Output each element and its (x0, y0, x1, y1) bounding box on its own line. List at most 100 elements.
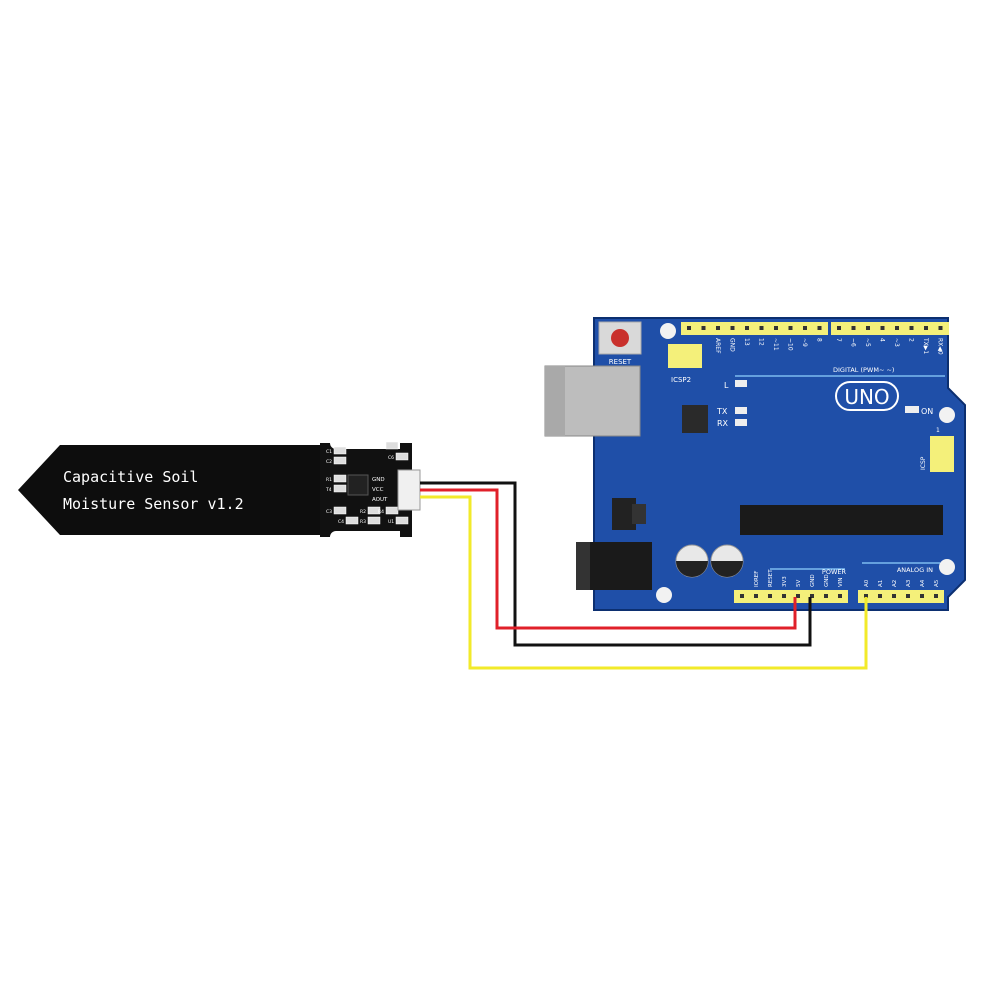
component-label: U1 (388, 519, 394, 525)
header-pin[interactable] (817, 326, 822, 330)
digital-label: DIGITAL (PWM~ ~) (833, 366, 894, 374)
pin-label: A5 (934, 579, 940, 587)
header-pin[interactable] (803, 326, 807, 330)
header-pin[interactable] (810, 594, 814, 598)
mounting-hole (660, 323, 676, 339)
header-pin[interactable] (740, 594, 744, 598)
header-pin[interactable] (745, 326, 749, 330)
pin-label: 13 (743, 338, 750, 346)
header-pin[interactable] (730, 326, 735, 330)
sensor-chip (347, 474, 369, 496)
reset-button-cap[interactable] (611, 329, 629, 347)
smd-component (333, 484, 347, 493)
header-pin[interactable] (851, 326, 856, 330)
component-label: T4 (325, 487, 332, 493)
header-pin[interactable] (906, 594, 910, 598)
header-pin[interactable] (782, 594, 786, 598)
header-pin[interactable] (924, 326, 928, 330)
smd-component (367, 506, 381, 515)
atmega-chip (740, 505, 943, 535)
usb-port-edge (545, 366, 565, 436)
arduino-uno-board: RESET ICSP2 L TX RX UNO ON ICSP (544, 317, 966, 611)
pin-label: GND (729, 338, 736, 352)
header-pin[interactable] (920, 594, 924, 598)
pin-label: VIN (838, 578, 844, 588)
header-pin[interactable] (837, 326, 841, 330)
pin-label: TX▶1 (922, 337, 929, 354)
capacitive-soil-moisture-sensor: Capacitive Soil Moisture Sensor v1.2 C1C… (18, 441, 421, 537)
pin-label: AREF (714, 338, 721, 354)
header-pin[interactable] (934, 594, 938, 598)
uno-logo-outline (835, 381, 899, 411)
header-pin[interactable] (687, 326, 691, 330)
smd-component (385, 441, 399, 450)
smd-component (345, 516, 359, 525)
pin-label: 3V3 (782, 576, 788, 587)
header-pin[interactable] (788, 326, 793, 330)
component-label: R1 (326, 477, 332, 483)
component-label: R4 (378, 509, 384, 515)
component-label: C1 (326, 449, 332, 455)
header-pin[interactable] (759, 326, 764, 330)
icsp-header (930, 436, 954, 472)
header-pin[interactable] (774, 326, 778, 330)
header-pin[interactable] (880, 326, 885, 330)
led-l-label: L (724, 381, 729, 390)
header-pin[interactable] (824, 594, 828, 598)
digital-header-right (831, 322, 949, 335)
led-rx (735, 419, 747, 426)
smd-component (333, 456, 347, 465)
wire-signal (420, 495, 868, 670)
capacitor-mark (711, 561, 743, 577)
header-pin[interactable] (909, 326, 914, 330)
header-pin[interactable] (838, 594, 842, 598)
pin-label: RESET (768, 569, 774, 587)
led-on (905, 406, 919, 413)
analog-header (858, 590, 944, 603)
sensor-pin-gnd: GND (372, 477, 385, 483)
pin-label: 2 (908, 338, 915, 342)
pin-label: A4 (920, 579, 926, 587)
pin-label: 7 (835, 338, 842, 342)
wires (420, 481, 868, 670)
header-pin[interactable] (768, 594, 772, 598)
header-pin[interactable] (796, 594, 800, 598)
header-pin[interactable] (895, 326, 899, 330)
sensor-connector (397, 469, 421, 511)
header-pin[interactable] (892, 594, 896, 598)
pin-label: ~5 (864, 338, 871, 347)
capacitor-mark (676, 561, 708, 577)
component-label: C6 (388, 455, 394, 461)
header-pin[interactable] (701, 326, 706, 330)
mounting-hole (656, 587, 672, 603)
header-pin[interactable] (866, 326, 870, 330)
pin-label: A0 (864, 579, 870, 587)
wire-vcc (420, 488, 797, 630)
power-label: POWER (822, 568, 847, 576)
board-pcb (593, 317, 966, 611)
power-header (734, 590, 848, 603)
pin-label: 12 (758, 338, 765, 346)
sensor-pin-vcc: VCC (372, 487, 384, 493)
header-pin[interactable] (938, 326, 943, 330)
smd-component (385, 506, 399, 515)
smd-component (333, 474, 347, 483)
pin-label: 4 (879, 338, 886, 342)
icsp2-label: ICSP2 (671, 376, 691, 384)
header-pin[interactable] (716, 326, 720, 330)
smd-component (367, 516, 381, 525)
pin-label: 5V (796, 580, 802, 587)
reset-label: RESET (609, 358, 632, 366)
pin-label: RX◀0 (937, 338, 944, 355)
component-label: C4 (338, 519, 344, 525)
header-pin[interactable] (864, 594, 868, 598)
usb-chip (682, 405, 708, 433)
icsp-pin1-label: 1 (936, 427, 940, 434)
header-pin[interactable] (878, 594, 882, 598)
header-pin[interactable] (754, 594, 758, 598)
led-tx-label: TX (716, 407, 728, 416)
component-label: C3 (326, 509, 332, 515)
pin-label: A2 (892, 580, 898, 587)
smd-component (333, 506, 347, 515)
